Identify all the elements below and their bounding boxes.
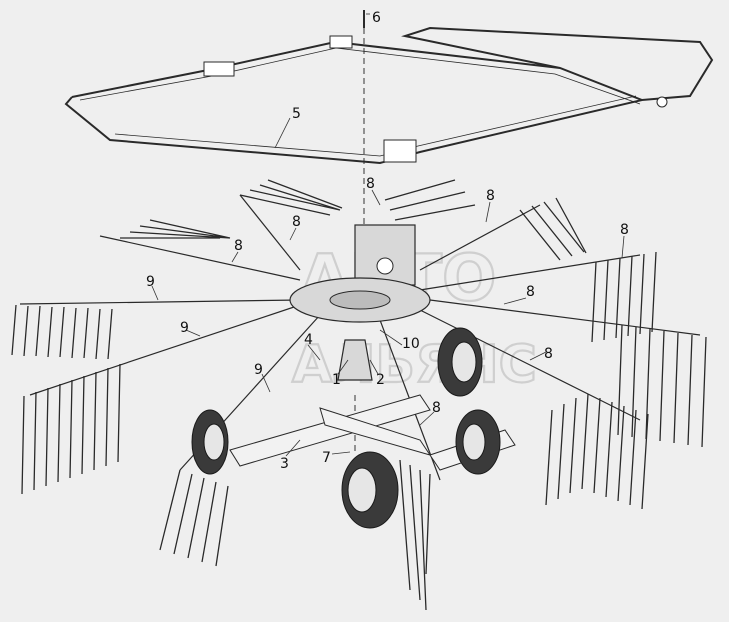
frame-bracket-center [383,139,417,163]
callout-8-northwest: 8 [234,238,243,254]
rotor-hub-center [329,290,391,310]
chassis-beam [229,394,431,467]
callout-8-north: 8 [366,176,375,192]
callout-9-south: 9 [254,362,263,378]
arm-west [19,299,301,305]
callout-labels: 6 5 8 8 8 8 8 8 8 8 9 9 9 4 10 1 2 3 7 [146,10,629,472]
frame-bracket-top [329,35,353,49]
callout-5: 5 [292,106,301,122]
tines-south-southwest [159,469,229,567]
callout-1: 1 [332,372,341,388]
hub-spindle [337,339,373,381]
wheels [191,327,501,529]
wheel-front-rim [347,467,377,513]
callout-8-south: 8 [432,400,441,416]
guard-frame [64,10,714,165]
central-hub [289,224,431,381]
tines-southeast [545,393,649,510]
callout-9-southwest: 9 [180,320,189,336]
callout-4: 4 [304,332,313,348]
callout-3: 3 [280,456,289,472]
tines-east-northeast [591,251,657,343]
callout-2: 2 [376,372,385,388]
callout-10: 10 [402,336,420,352]
tines-northeast [519,197,587,261]
arm-northeast [419,204,541,271]
callout-8-north-northwest: 8 [292,214,301,230]
gearbox-shaft [376,257,394,275]
tines-north-northwest [239,179,343,216]
frame-bracket-left [203,61,235,77]
tines-west [11,304,113,360]
arm-north-northwest [239,194,301,271]
callout-7: 7 [322,450,331,466]
leader-lines [151,13,625,457]
callout-8-east: 8 [526,284,535,300]
tines-southwest [21,363,121,495]
tines-east [617,324,707,448]
gearbox-housing [354,224,416,286]
arm-east-northeast [419,254,641,291]
callout-8-northeast: 8 [486,188,495,204]
arm-southwest [29,304,301,396]
wheel-left-rim [203,423,225,461]
tine-groups [11,179,707,611]
watermark-line2: АЛЬЯНС [292,335,537,395]
callout-6: 6 [372,10,381,26]
arm-east [429,299,701,336]
callout-8-southeast: 8 [544,346,553,362]
callout-9-west: 9 [146,274,155,290]
arm-northwest [99,235,301,281]
tines-south [399,459,431,611]
wheel-upper-right-rim [451,341,477,383]
frame-end-cap [656,96,668,108]
tines-northwest [120,219,231,239]
wheel-lower-right-rim [462,423,486,461]
callout-8-east-northeast: 8 [620,222,629,238]
tines-north [384,179,476,221]
chassis [229,394,516,471]
